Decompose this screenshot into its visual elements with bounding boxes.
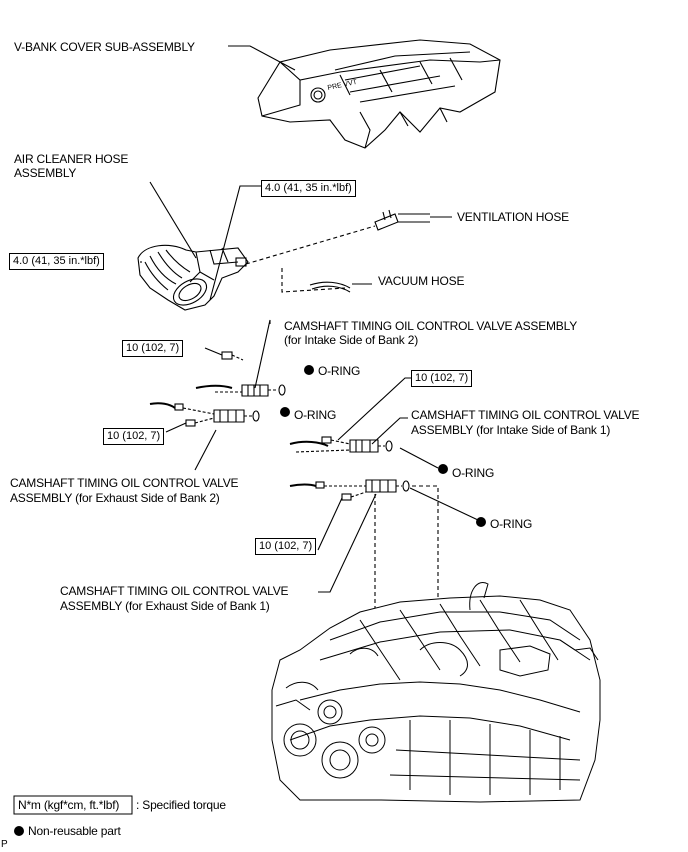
ocv-exhaust-b1-illustration: [289, 479, 410, 501]
torque-bolt-intake-b1: 10 (102, 7): [411, 370, 473, 387]
torque-bolt-exhaust-b2: 10 (102, 7): [103, 428, 165, 445]
vacuum-hose-illustration: [309, 281, 372, 293]
ventilation-dash: [245, 225, 376, 265]
label-ocv-intake-b1-line2: ASSEMBLY (for Intake Side of Bank 1): [411, 423, 611, 437]
torque-hose-clamp-upper: 4.0 (41, 35 in.*lbf): [261, 180, 356, 197]
non-reusable-marker-3: [438, 464, 448, 474]
label-o-ring-4: O-RING: [490, 517, 533, 531]
ocv-exhaust-b2-leader: [194, 429, 217, 471]
non-reusable-marker-1: [304, 365, 314, 375]
legend-non-reusable-desc: Non-reusable part: [28, 824, 121, 838]
label-ocv-exhaust-b2-line1: CAMSHAFT TIMING OIL CONTROL VALVE: [10, 476, 239, 490]
air-cleaner-hose-illustration: [137, 244, 249, 311]
ventilation-hose-illustration: [374, 209, 452, 231]
bolt-intake-b2-leader: [204, 347, 223, 356]
label-ocv-intake-b2-line1: CAMSHAFT TIMING OIL CONTROL VALVE ASSEMB…: [284, 319, 578, 333]
torque-bolt-exhaust-b1: 10 (102, 7): [255, 538, 317, 555]
legend-torque-unit: N*m (kgf*cm, ft.*lbf): [18, 798, 120, 812]
ocv-exhaust-b2-illustration: [149, 402, 260, 427]
label-ocv-exhaust-b1-line1: CAMSHAFT TIMING OIL CONTROL VALVE: [60, 584, 289, 598]
engine-dash-1: [412, 485, 439, 740]
legend-non-reusable-marker: [14, 826, 24, 836]
ocv-intake-b1-leader: [371, 417, 408, 445]
vbank-cover-illustration: PRE VVT: [257, 39, 501, 149]
label-ocv-exhaust-b2-line2: ASSEMBLY (for Exhaust Side of Bank 2): [10, 491, 220, 505]
engine-illustration: [271, 582, 601, 803]
label-ocv-exhaust-b1-line2: ASSEMBLY (for Exhaust Side of Bank 1): [60, 599, 270, 613]
oring-leader-3: [399, 447, 439, 469]
torque-hose-clamp-left: 4.0 (41, 35 in.*lbf): [9, 253, 104, 270]
label-vacuum-hose: VACUUM HOSE: [378, 274, 465, 288]
label-o-ring-2: O-RING: [294, 408, 337, 422]
bolt-exhaust-b2-leader: [165, 422, 187, 433]
label-o-ring-1: O-RING: [318, 364, 361, 378]
legend-torque-desc: : Specified torque: [136, 798, 226, 812]
torque-bolt-intake-b2: 10 (102, 7): [122, 340, 184, 357]
ocv-intake-b2-leader: [254, 319, 271, 389]
label-air-cleaner-line2: ASSEMBLY: [14, 166, 77, 180]
footer-mark: P: [1, 839, 8, 850]
bolt-intake-b1-leader: [337, 377, 412, 441]
label-vbank-cover: V-BANK COVER SUB-ASSEMBLY: [14, 40, 195, 54]
air-cleaner-leader: [149, 181, 197, 259]
label-ocv-intake-b1-line1: CAMSHAFT TIMING OIL CONTROL VALVE: [411, 408, 640, 422]
legend-torque-box: [13, 795, 133, 815]
ocv-exhaust-b1-leader: [318, 493, 377, 593]
label-air-cleaner-line1: AIR CLEANER HOSE: [14, 152, 129, 166]
torque-upper-leader: [209, 185, 262, 301]
label-ocv-intake-b2-line2: (for Intake Side of Bank 2): [284, 333, 419, 347]
ocv-intake-b1-illustration: [289, 436, 393, 453]
oring-leader-4: [409, 487, 479, 521]
vacuum-dash: [281, 268, 346, 293]
vbank-leader: [228, 45, 296, 71]
non-reusable-marker-2: [280, 407, 290, 417]
non-reusable-marker-4: [476, 517, 486, 527]
ocv-intake-b2-illustration: [195, 351, 286, 397]
label-o-ring-3: O-RING: [452, 466, 495, 480]
label-ventilation-hose: VENTILATION HOSE: [457, 210, 569, 224]
bolt-exhaust-b1-leader: [317, 497, 343, 551]
